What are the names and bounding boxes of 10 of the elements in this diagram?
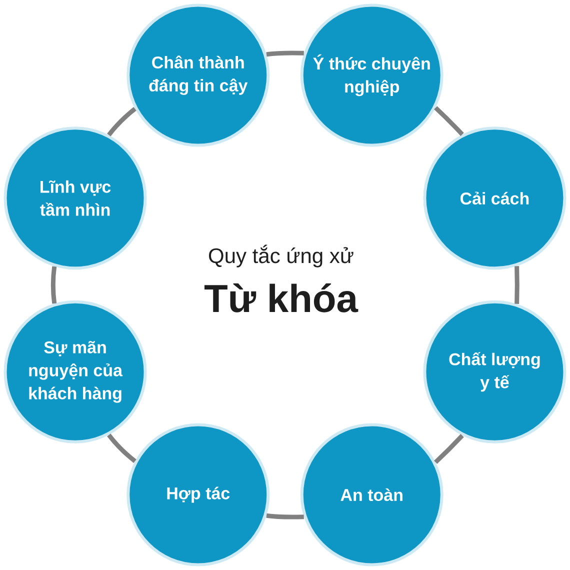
connector-line bbox=[514, 266, 520, 304]
center-title: Từ khóa bbox=[204, 283, 358, 312]
connector-line bbox=[107, 107, 136, 136]
connector-line bbox=[434, 106, 464, 136]
connector-line bbox=[266, 513, 304, 520]
connector-line bbox=[50, 266, 57, 304]
connector-line bbox=[107, 434, 136, 463]
connector-line bbox=[266, 50, 304, 57]
subtitle-text: Quy tắc ứng xử bbox=[208, 244, 354, 268]
connector-line bbox=[434, 434, 464, 464]
